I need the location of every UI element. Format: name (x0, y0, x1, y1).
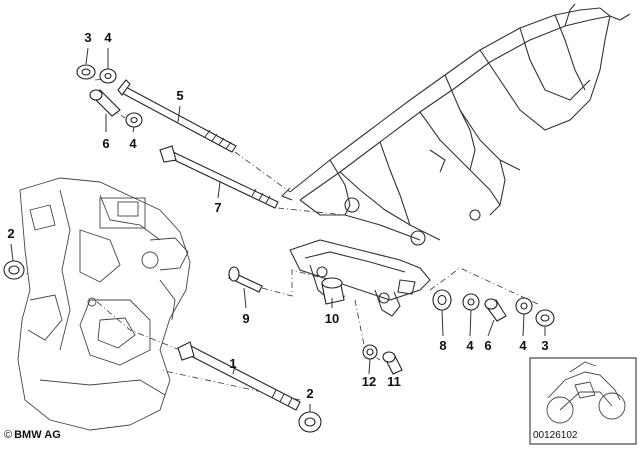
callout-c4a: 4 (104, 30, 112, 45)
callout-c4d: 4 (519, 338, 527, 353)
frame-illustration (281, 3, 631, 246)
copyright-notice: ©BMW AG (4, 429, 61, 441)
engine-illustration (17, 177, 191, 431)
part-4-washer-right-b (515, 297, 533, 315)
callout-c5: 5 (176, 88, 183, 103)
callout-c3a: 3 (84, 30, 91, 45)
leader-lines (10, 47, 546, 412)
part-4-washer-mid (125, 112, 143, 128)
callout-c10: 10 (325, 311, 339, 326)
callout-c2a: 2 (7, 226, 14, 241)
part-6-bolt-upper (89, 89, 121, 117)
callout-c6a: 6 (102, 136, 109, 151)
part-2-bushing-left (3, 260, 25, 280)
part-4-washer-right-a (462, 293, 480, 311)
motorcycle-thumbnail-sketch (529, 357, 637, 445)
part-7-long-bolt (159, 145, 279, 209)
callout-c8: 8 (439, 338, 446, 353)
part-9-bolt (228, 266, 263, 293)
engine-mount-bracket (289, 239, 431, 317)
callout-c3b: 3 (541, 338, 548, 353)
part-2-bushing-bottom (298, 411, 322, 433)
image-id-label: 00126102 (532, 430, 579, 441)
callout-c2b: 2 (306, 386, 313, 401)
part-4-washer-upper (99, 68, 117, 84)
part-3-bushing-upper (76, 64, 96, 80)
callout-c12: 12 (362, 374, 376, 389)
part-11-bolt (382, 351, 403, 375)
copyright-symbol: © (4, 429, 13, 441)
callout-c6b: 6 (484, 338, 491, 353)
part-6-bolt-right (484, 298, 507, 322)
callout-c11: 11 (387, 374, 401, 389)
part-12-washer (362, 344, 378, 360)
callout-c4b: 4 (129, 136, 137, 151)
alignment-lines (17, 77, 541, 401)
callout-c7: 7 (214, 200, 221, 215)
part-1-through-bolt (177, 341, 301, 411)
part-3-bushing-right (535, 309, 555, 327)
part-8-bushing (432, 289, 452, 311)
callout-c9: 9 (242, 311, 249, 326)
part-10-spacer-sleeve (321, 277, 345, 305)
callout-c1: 1 (229, 356, 236, 371)
copyright-text: BMW AG (14, 429, 61, 441)
callout-c4c: 4 (466, 338, 474, 353)
